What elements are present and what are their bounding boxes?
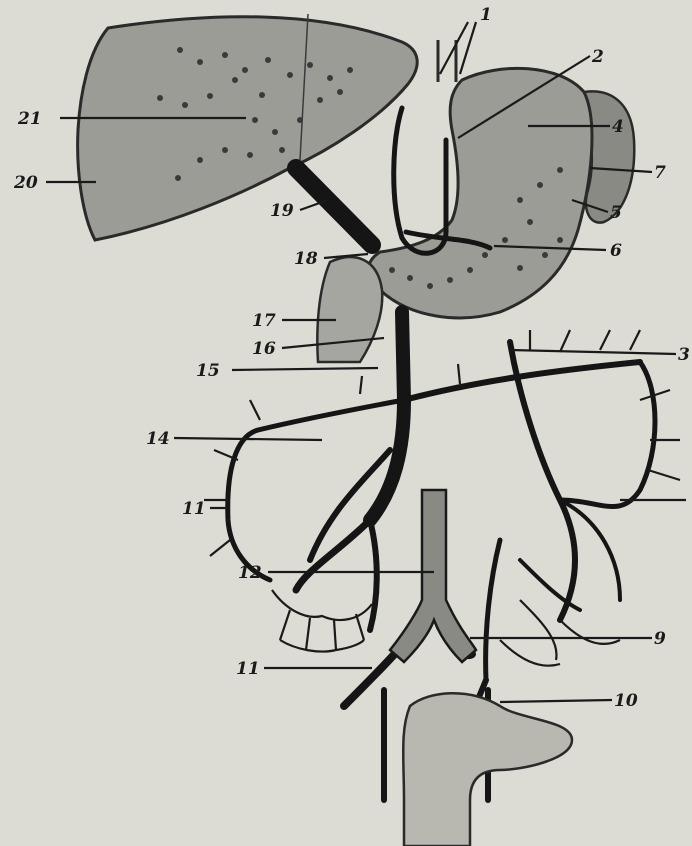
label-5: 5 [610, 203, 622, 223]
label-12: 12 [238, 563, 262, 583]
label-3: 3 [678, 345, 690, 365]
label-19: 19 [270, 201, 294, 221]
label-18: 18 [294, 249, 318, 269]
label-1: 1 [480, 5, 492, 25]
label-11-upper: 11 [182, 499, 206, 519]
label-16: 16 [252, 339, 276, 359]
label-2: 2 [591, 47, 604, 67]
label-20: 20 [13, 173, 38, 193]
rectum [403, 693, 572, 846]
liver [78, 17, 418, 240]
duodenum [317, 257, 382, 362]
inferior-vena-cava [390, 490, 476, 662]
label-10: 10 [614, 691, 638, 711]
label-11-lower: 11 [236, 659, 260, 679]
label-14: 14 [146, 429, 170, 449]
label-21: 21 [17, 109, 42, 129]
label-17: 17 [252, 311, 276, 331]
label-9: 9 [654, 629, 666, 649]
label-7: 7 [654, 163, 666, 183]
label-15: 15 [196, 361, 220, 381]
label-6: 6 [610, 241, 622, 261]
label-4: 4 [612, 117, 624, 137]
